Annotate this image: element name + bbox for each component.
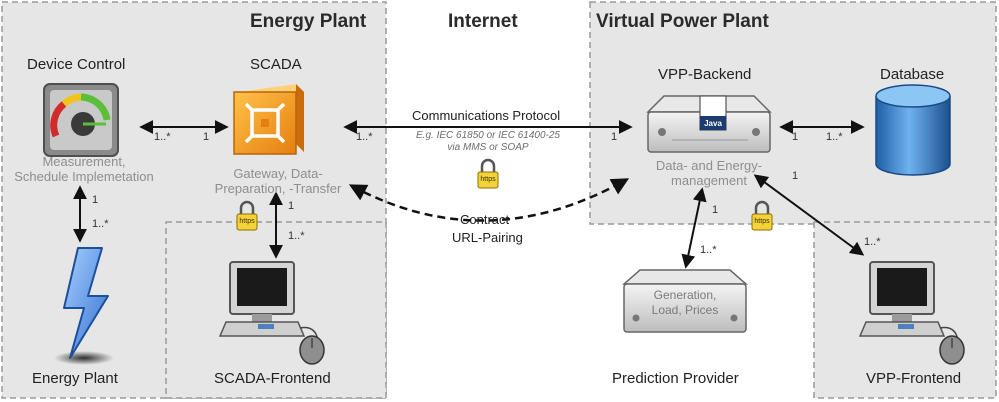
https-lock-label: https xyxy=(480,176,496,183)
padlock-icon xyxy=(236,200,258,231)
server-icon xyxy=(622,269,748,333)
scada-frontend-title: SCADA-Frontend xyxy=(214,370,331,387)
multiplicity-label: 1..* xyxy=(700,244,717,256)
multiplicity-label: 1 xyxy=(92,194,99,206)
device-control-description: Measurement,Schedule Implemetation xyxy=(14,154,154,184)
vpp-backend-title: VPP-Backend xyxy=(658,66,752,83)
multiplicity-label: 1..* xyxy=(864,236,881,248)
prediction-provider-description: Generation,Load, Prices xyxy=(651,288,719,317)
multiplicity-label: 1..* xyxy=(92,218,109,230)
multiplicity-label: 1 xyxy=(792,131,799,143)
scada-gateway-icon xyxy=(233,84,304,155)
multiplicity-label: 1..* xyxy=(288,230,305,242)
multiplicity-label: 1 xyxy=(792,170,799,182)
zone-title-virtual-power-plant: Virtual Power Plant xyxy=(596,11,769,32)
multiplicity-label: 1..* xyxy=(826,131,843,143)
vpp-frontend-title: VPP-Frontend xyxy=(866,370,962,387)
multiplicity-label: 1..* xyxy=(356,131,373,143)
device-control-title: Device Control xyxy=(27,56,126,73)
url-pairing-label: URL-Pairing xyxy=(452,230,523,245)
https-lock-label: https xyxy=(754,218,770,225)
zone-title-internet: Internet xyxy=(448,11,518,32)
vpp-backend-description: Data- and Energy-management xyxy=(655,158,763,188)
communications-protocol-label: Communications Protocol xyxy=(412,108,561,123)
https-lock-label: https xyxy=(239,218,255,225)
connector-vpp-frontend xyxy=(753,174,865,256)
lightning-bolt-icon xyxy=(54,247,114,365)
database-cylinder-icon xyxy=(875,84,951,176)
workstation-icon xyxy=(218,261,325,365)
server-icon xyxy=(646,95,772,153)
zone-title-energy-plant: Energy Plant xyxy=(250,11,367,32)
scada-title: SCADA xyxy=(250,56,302,73)
energy-plant-title: Energy Plant xyxy=(32,370,118,387)
prediction-provider-title: Prediction Provider xyxy=(612,370,739,387)
gauge-icon xyxy=(43,83,119,157)
multiplicity-label: 1..* xyxy=(154,131,171,143)
database-title: Database xyxy=(880,66,945,83)
connector-vpp-prediction xyxy=(681,187,707,269)
multiplicity-label: 1 xyxy=(288,200,295,212)
scada-description: Gateway, Data-Preparation, -Transfer xyxy=(214,166,342,196)
java-logo-text: Java xyxy=(704,119,722,128)
multiplicity-label: 1 xyxy=(611,131,618,143)
multiplicity-label: 1 xyxy=(203,131,210,143)
multiplicity-label: 1 xyxy=(712,204,719,216)
workstation-icon xyxy=(858,261,965,365)
contract-label: Contract xyxy=(460,212,510,227)
padlock-icon xyxy=(477,158,499,189)
